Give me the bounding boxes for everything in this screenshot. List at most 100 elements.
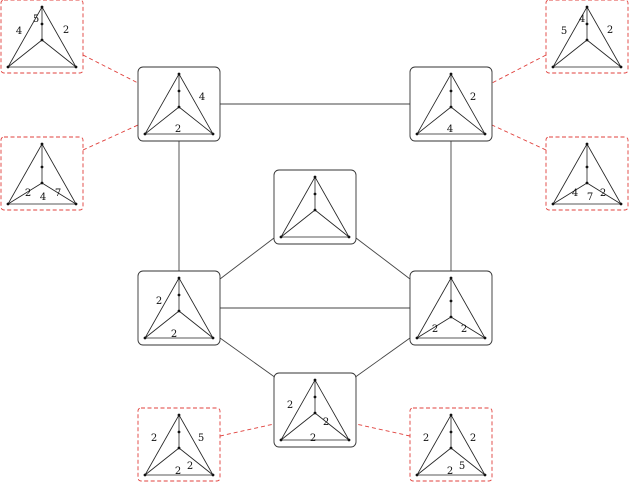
graph-vertex — [449, 315, 453, 319]
edge-weight-label: 5 — [33, 14, 39, 25]
graph-vertex — [585, 165, 589, 169]
graph-node-n1: 42 — [137, 66, 221, 142]
graph-vertex — [585, 181, 589, 185]
graph-edge — [416, 316, 452, 339]
graph-vertex — [177, 293, 181, 297]
graph-node-n4: 22 — [137, 270, 221, 346]
graph-vertex — [313, 192, 317, 196]
graph-edge — [552, 143, 588, 205]
graph-edge — [552, 39, 588, 68]
edge-weight-label: 4 — [572, 188, 578, 199]
edge-weight-label: 4 — [199, 92, 205, 103]
graph-node-n6: 222 — [273, 372, 357, 448]
graph-vertex — [449, 413, 453, 417]
graph-vertex — [40, 165, 44, 169]
graph-node-n2: 24 — [409, 66, 493, 142]
graph-vertex — [483, 473, 487, 477]
graph-vertex — [415, 336, 419, 340]
edge-weight-label: 2 — [171, 329, 177, 340]
dashed-node-d3: 542 — [545, 0, 629, 74]
edge-weight-label: 2 — [447, 466, 453, 477]
graph-vertex — [449, 72, 453, 76]
edge-weight-label: 7 — [55, 188, 61, 199]
connector-n3-n4 — [219, 237, 275, 280]
graph-vertex — [551, 65, 555, 69]
edge-weight-label: 2 — [287, 400, 293, 411]
edge-weight-label: 4 — [40, 192, 46, 203]
graph-edge — [178, 447, 214, 476]
edge-weight-label: 4 — [16, 26, 22, 37]
graph-vertex — [177, 105, 181, 109]
graph-edge — [144, 310, 180, 339]
edge-weight-label: 2 — [423, 433, 429, 444]
graph-edge — [41, 39, 77, 68]
edge-weight-label: 2 — [470, 433, 476, 444]
graph-edge — [144, 414, 180, 476]
graph-edge — [416, 277, 452, 339]
graph-edge — [314, 412, 350, 441]
edge-weight-label: 2 — [151, 433, 157, 444]
graph-vertex — [74, 65, 78, 69]
edge-weight-label: 2 — [470, 92, 476, 103]
graph-edge — [450, 316, 486, 339]
edge-weight-label: 2 — [432, 324, 438, 335]
graph-vertex — [177, 309, 181, 313]
edge-weight-label: 2 — [310, 433, 316, 444]
graph-vertex — [415, 132, 419, 136]
graph-edge — [586, 182, 622, 205]
graph-edge — [144, 277, 180, 339]
edge-weight-label: 7 — [587, 192, 593, 203]
graph-edge — [314, 379, 350, 441]
graph-vertex — [313, 411, 317, 415]
graph-vertex — [143, 132, 147, 136]
dashed-node-d1: 45 2 — [0, 0, 84, 74]
edge-weight-label: 2 — [187, 461, 193, 472]
graph-edge — [178, 73, 214, 135]
edge-weight-label: 4 — [579, 14, 585, 25]
graph-vertex — [347, 438, 351, 442]
graph-edge — [178, 277, 214, 339]
graph-vertex — [177, 89, 181, 93]
graph-edge — [552, 182, 588, 205]
edge-weight-label: 2 — [63, 25, 69, 36]
graph-edge — [314, 176, 350, 238]
connector-d4-n2 — [491, 124, 547, 151]
graph-edge — [586, 143, 622, 205]
graph-edge — [7, 182, 43, 205]
graph-edge — [314, 209, 350, 238]
graph-vertex — [313, 378, 317, 382]
graph-vertex — [143, 473, 147, 477]
connector-d1-n1 — [82, 54, 139, 84]
graph-edge — [416, 447, 452, 476]
edge-weight-label: 2 — [25, 188, 31, 199]
edge-weight-label: 2 — [323, 417, 329, 428]
connector-d6-n6 — [355, 423, 411, 437]
graph-vertex — [313, 208, 317, 212]
graph-vertex — [585, 22, 589, 26]
graph-edge — [144, 106, 180, 135]
connector-layer — [82, 54, 547, 437]
edge-weight-label: 4 — [447, 124, 453, 135]
graph-edge — [416, 73, 452, 135]
graph-vertex — [449, 276, 453, 280]
graph-edge — [280, 379, 316, 441]
graph-vertex — [177, 276, 181, 280]
graph-edge — [450, 447, 486, 476]
graph-vertex — [483, 132, 487, 136]
graph-vertex — [40, 142, 44, 146]
edge-weight-label: 5 — [561, 26, 567, 37]
connector-d3-n2 — [491, 54, 547, 84]
graph-edge — [450, 73, 486, 135]
edge-weight-label: 2 — [461, 324, 467, 335]
graph-edge — [178, 414, 214, 476]
graph-vertex — [6, 202, 10, 206]
graph-vertex — [449, 105, 453, 109]
graph-vertex — [177, 446, 181, 450]
graph-vertex — [585, 38, 589, 42]
graph-vertex — [74, 202, 78, 206]
